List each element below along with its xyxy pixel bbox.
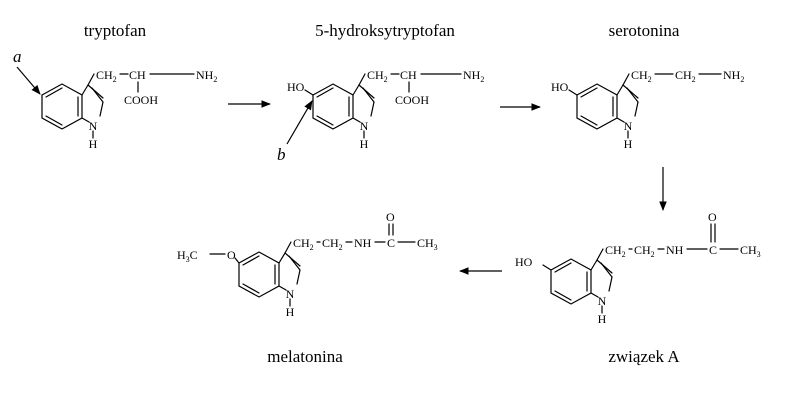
title-5-hydroxytryptophan: 5-hydroksytryptofan — [315, 21, 455, 40]
group-ch2-b: CH2 — [322, 236, 343, 252]
atom-h: H — [286, 305, 295, 319]
atom-n: N — [286, 287, 295, 301]
group-nh: NH — [666, 243, 684, 257]
title-tryptophan: tryptofan — [84, 21, 147, 40]
molecule-tryptophan: N H CH2 CH NH2 COOH — [41, 68, 217, 151]
group-ch: CH — [129, 68, 146, 82]
atom-carbonyl-o: O — [708, 210, 717, 224]
atom-h: H — [89, 137, 98, 151]
marker-b: b — [277, 145, 286, 164]
group-nh2: NH2 — [463, 68, 484, 84]
group-ch3: CH3 — [417, 236, 438, 252]
atom-carbonyl-c: C — [387, 236, 395, 250]
group-ch2: CH2 — [96, 68, 117, 84]
atom-h: H — [598, 312, 607, 326]
marker-b-arrow — [286, 100, 313, 145]
atom-n: N — [598, 294, 607, 308]
group-nh: NH — [354, 236, 372, 250]
marker-a: a — [13, 47, 22, 66]
group-h3c: H3C — [177, 248, 198, 264]
group-ho: HO — [515, 255, 533, 269]
group-ch2: CH2 — [367, 68, 388, 84]
atom-methoxy-o: O — [227, 248, 236, 262]
atom-carbonyl-c: C — [709, 243, 717, 257]
group-ch2-a: CH2 — [605, 243, 626, 259]
group-ch3: CH3 — [740, 243, 761, 259]
group-ch2-b: CH2 — [675, 68, 696, 84]
atom-carbonyl-o: O — [386, 210, 395, 224]
group-ch2-b: CH2 — [634, 243, 655, 259]
atom-h: H — [360, 137, 369, 151]
molecule-compound-a: N H HO CH2 CH2 NH C O CH3 — [515, 210, 761, 326]
atom-n: N — [624, 119, 633, 133]
atom-n: N — [360, 119, 369, 133]
group-nh2: NH2 — [723, 68, 744, 84]
group-ch2-a: CH2 — [293, 236, 314, 252]
group-ho: HO — [551, 80, 569, 94]
group-ho: HO — [287, 80, 305, 94]
molecule-serotonin: N H HO CH2 CH2 NH2 — [551, 68, 744, 151]
marker-a-arrow — [16, 66, 41, 95]
molecule-melatonin: N H O H3C CH2 CH2 NH C O CH3 — [177, 210, 438, 319]
group-cooh: COOH — [124, 93, 158, 107]
group-ch: CH — [400, 68, 417, 82]
title-serotonin: serotonina — [609, 21, 680, 40]
atom-h: H — [624, 137, 633, 151]
title-melatonin: melatonina — [267, 347, 343, 366]
title-compound-a: związek A — [608, 347, 680, 366]
molecule-5-hydroxytryptophan: N H HO CH2 CH NH2 COOH — [287, 68, 484, 151]
group-nh2: NH2 — [196, 68, 217, 84]
group-ch2-a: CH2 — [631, 68, 652, 84]
atom-n: N — [89, 119, 98, 133]
group-cooh: COOH — [395, 93, 429, 107]
